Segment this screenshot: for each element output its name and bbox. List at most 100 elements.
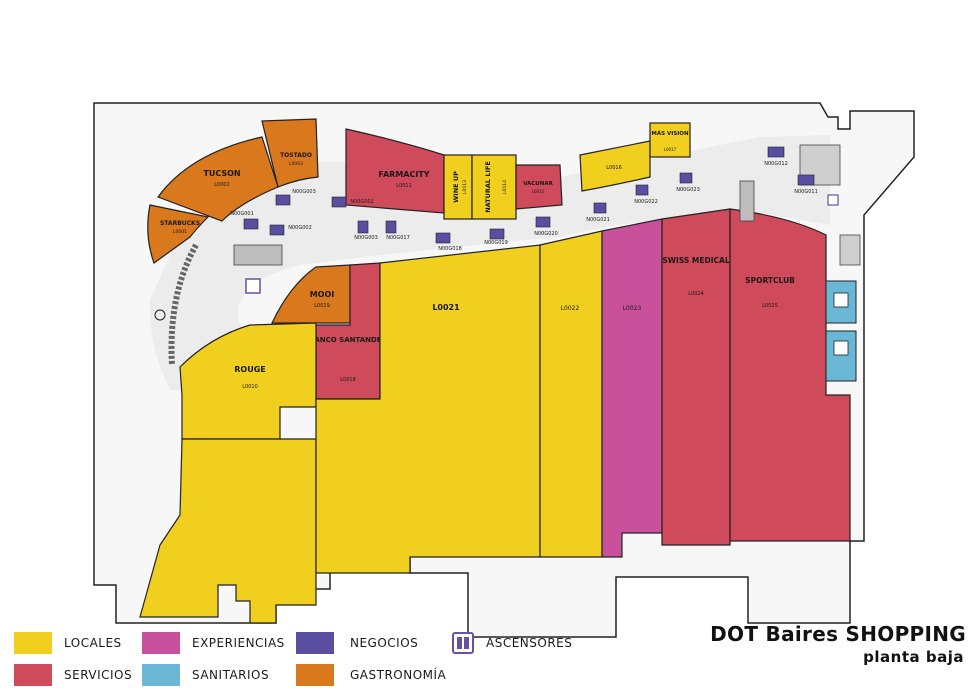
restroom-icon	[833, 340, 849, 356]
kiosk-code: N00G011	[794, 189, 818, 195]
store-mooi[interactable]	[271, 264, 351, 324]
kiosk[interactable]	[767, 146, 785, 158]
escalator	[839, 234, 861, 266]
kiosk-code: N00G017	[386, 235, 410, 241]
store-code: L0024	[688, 291, 704, 297]
kiosk-code: N00G018	[438, 246, 462, 252]
store-name: L0021	[432, 303, 460, 312]
store-lower-left[interactable]	[139, 438, 317, 624]
store-wineup[interactable]	[443, 154, 473, 220]
store-name: STARBUCKS	[160, 220, 200, 227]
kiosk-code: N00G003	[354, 235, 378, 241]
main-corridor	[149, 135, 831, 390]
store-code: L0014	[502, 180, 508, 194]
entrance-marker	[154, 309, 166, 321]
legend-label-experiencias: EXPERIENCIAS	[192, 636, 285, 650]
escalator	[233, 244, 283, 266]
legend-swatch-experiencias	[142, 632, 180, 654]
kiosk-code: N00G001	[230, 211, 254, 217]
store-code: L0025	[762, 303, 778, 309]
store-code: L0015	[532, 189, 545, 194]
store-code: L0022	[561, 305, 580, 312]
store-naturallife[interactable]	[471, 154, 517, 220]
legend-label-locales: LOCALES	[64, 636, 122, 650]
store-rouge[interactable]	[179, 322, 317, 440]
store-code: L0018	[340, 377, 356, 383]
store-tostado[interactable]	[261, 118, 319, 188]
kiosk-code: N00G003	[292, 189, 316, 195]
kiosk[interactable]	[269, 224, 285, 236]
kiosk[interactable]	[679, 172, 693, 184]
store-name: MOOI	[310, 290, 335, 299]
store-name: FARMACITY	[378, 170, 429, 179]
legend-swatch-gastronomia	[296, 664, 334, 686]
store-code: L0016	[606, 165, 622, 171]
kiosk[interactable]	[331, 196, 347, 208]
kiosk-code: N00G019	[484, 240, 508, 246]
store-name: TOSTADO	[280, 152, 312, 159]
store-name: BANCO SANTANDER	[309, 336, 388, 344]
store-vacunar[interactable]	[515, 164, 563, 210]
kiosk[interactable]	[535, 216, 551, 228]
legend-label-sanitarios: SANITARIOS	[192, 668, 270, 682]
store-code: L0011	[396, 183, 412, 189]
store-code: L0010	[242, 384, 258, 390]
kiosk-code: N00G021	[586, 217, 610, 223]
kiosk-code: N00G002	[350, 199, 374, 205]
store-l0016[interactable]	[579, 140, 651, 192]
store-l0023[interactable]	[601, 218, 663, 558]
elevator-icon	[245, 278, 261, 294]
legend-swatch-sanitarios	[142, 664, 180, 686]
escalator	[739, 180, 755, 222]
escalator-arc	[168, 243, 199, 366]
store-code: L0003	[289, 161, 303, 167]
kiosk-code: N00G012	[764, 161, 788, 167]
map-title: DOT Baires SHOPPING	[710, 622, 966, 646]
store-name: ROUGE	[234, 365, 266, 374]
store-code: L0013	[462, 180, 468, 194]
store-starbucks[interactable]	[147, 204, 210, 264]
kiosk-code: N00G020	[534, 231, 558, 237]
store-name: SWISS MEDICAL	[662, 256, 729, 265]
store-name: WINE UP	[452, 171, 460, 203]
kiosk[interactable]	[275, 194, 291, 206]
kiosk[interactable]	[243, 218, 259, 230]
kiosk-code: N00G002	[288, 225, 312, 231]
store-masvision[interactable]	[649, 122, 691, 158]
legend-swatch-negocios	[296, 632, 334, 654]
store-name: VACUNAR	[523, 181, 554, 187]
kiosk[interactable]	[357, 220, 369, 234]
legend-label-gastronomia: GASTRONOMÍA	[350, 668, 447, 682]
kiosk-code: N00G023	[676, 187, 700, 193]
legend-swatch-locales	[14, 632, 52, 654]
store-l0022[interactable]	[539, 230, 603, 558]
store-name: SPORTCLUB	[745, 276, 795, 285]
kiosk[interactable]	[797, 174, 815, 186]
legend-label-negocios: NEGOCIOS	[350, 636, 419, 650]
store-name: NATURAL LIFE	[484, 161, 492, 213]
legend-label-servicios: SERVICIOS	[64, 668, 133, 682]
legend-label-ascensores: ASCENSORES	[486, 636, 573, 650]
kiosk-code: N00G022	[634, 199, 658, 205]
store-tucson[interactable]	[157, 136, 279, 222]
legend-swatch-servicios	[14, 664, 52, 686]
store-swissmedical[interactable]	[661, 208, 731, 546]
elevator-icon	[452, 632, 474, 654]
store-code: L0017	[664, 147, 677, 152]
store-code: L0002	[214, 182, 230, 188]
store-code: L0019	[314, 303, 330, 309]
store-name: MÁS VISION	[651, 130, 689, 137]
map-subtitle: planta baja	[863, 648, 964, 666]
kiosk[interactable]	[635, 184, 649, 196]
kiosk[interactable]	[435, 232, 451, 244]
restroom-icon	[833, 292, 849, 308]
store-name: TUCSON	[203, 169, 240, 178]
restroom-lower[interactable]	[825, 330, 857, 382]
kiosk[interactable]	[385, 220, 397, 234]
kiosk[interactable]	[489, 228, 505, 240]
store-code: L0023	[623, 305, 642, 312]
kiosk[interactable]	[593, 202, 607, 214]
elevator-icon	[827, 194, 839, 206]
store-code: L0001	[173, 229, 187, 235]
